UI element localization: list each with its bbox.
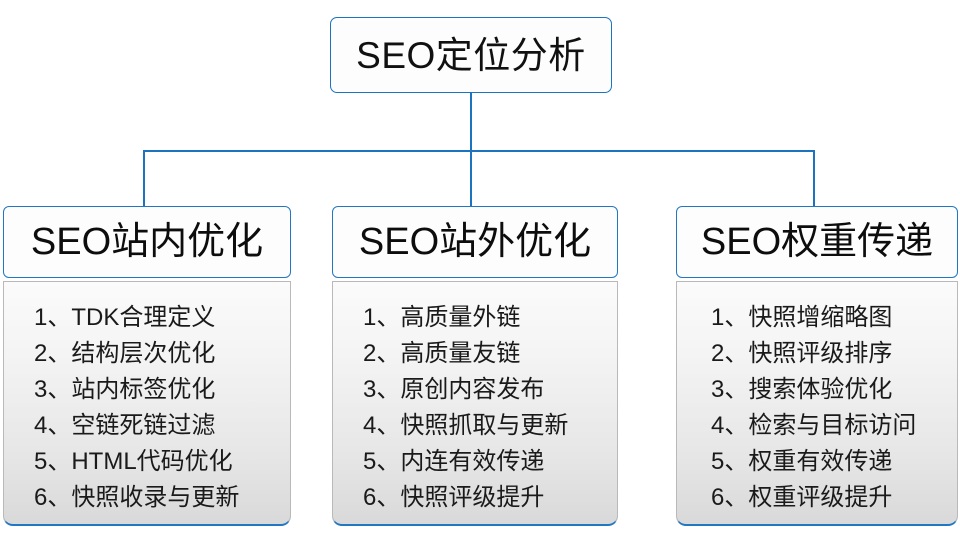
column-body-3: 1、快照增缩略图 2、快照评级排序 3、搜索体验优化 4、检索与目标访问 5、权… xyxy=(676,281,958,526)
list-item: 4、空链死链过滤 xyxy=(34,412,216,439)
list-item: 4、检索与目标访问 xyxy=(711,412,917,439)
root-node[interactable]: SEO定位分析 xyxy=(330,17,612,93)
column-header-1-label: SEO站内优化 xyxy=(30,221,264,263)
connector-root-vertical xyxy=(470,93,472,151)
list-item: 1、快照增缩略图 xyxy=(711,304,893,331)
list-item: 5、权重有效传递 xyxy=(711,448,893,475)
column-seo-weight-transfer: SEO权重传递 1、快照增缩略图 2、快照评级排序 3、搜索体验优化 4、检索与… xyxy=(676,206,958,526)
connector-branch-1 xyxy=(143,150,145,206)
list-item: 2、结构层次优化 xyxy=(34,340,216,367)
list-item: 3、原创内容发布 xyxy=(363,376,545,403)
column-body-2: 1、高质量外链 2、高质量友链 3、原创内容发布 4、快照抓取与更新 5、内连有… xyxy=(332,281,618,526)
column-header-3[interactable]: SEO权重传递 xyxy=(676,206,958,278)
connector-branch-3 xyxy=(813,150,815,206)
item-list-2: 1、高质量外链 2、高质量友链 3、原创内容发布 4、快照抓取与更新 5、内连有… xyxy=(333,300,617,516)
item-list-1: 1、TDK合理定义 2、结构层次优化 3、站内标签优化 4、空链死链过滤 5、H… xyxy=(4,300,290,516)
column-seo-onsite: SEO站内优化 1、TDK合理定义 2、结构层次优化 3、站内标签优化 4、空链… xyxy=(3,206,291,526)
list-item: 6、权重评级提升 xyxy=(711,484,893,511)
list-item: 2、快照评级排序 xyxy=(711,340,893,367)
connector-horizontal-bus xyxy=(143,150,815,152)
root-node-label: SEO定位分析 xyxy=(356,34,586,76)
list-item: 5、HTML代码优化 xyxy=(34,448,233,475)
list-item: 5、内连有效传递 xyxy=(363,448,545,475)
column-header-1[interactable]: SEO站内优化 xyxy=(3,206,291,278)
list-item: 2、高质量友链 xyxy=(363,340,521,367)
connector-branch-2 xyxy=(470,150,472,206)
column-header-2[interactable]: SEO站外优化 xyxy=(332,206,618,278)
list-item: 3、搜索体验优化 xyxy=(711,376,893,403)
list-item: 4、快照抓取与更新 xyxy=(363,412,569,439)
column-header-2-label: SEO站外优化 xyxy=(358,221,592,263)
list-item: 6、快照评级提升 xyxy=(363,484,545,511)
list-item: 1、高质量外链 xyxy=(363,304,521,331)
item-list-3: 1、快照增缩略图 2、快照评级排序 3、搜索体验优化 4、检索与目标访问 5、权… xyxy=(677,300,957,516)
list-item: 3、站内标签优化 xyxy=(34,376,216,403)
list-item: 6、快照收录与更新 xyxy=(34,484,240,511)
column-body-1: 1、TDK合理定义 2、结构层次优化 3、站内标签优化 4、空链死链过滤 5、H… xyxy=(3,281,291,526)
column-seo-offsite: SEO站外优化 1、高质量外链 2、高质量友链 3、原创内容发布 4、快照抓取与… xyxy=(332,206,618,526)
list-item: 1、TDK合理定义 xyxy=(34,304,216,331)
column-header-3-label: SEO权重传递 xyxy=(700,221,934,263)
